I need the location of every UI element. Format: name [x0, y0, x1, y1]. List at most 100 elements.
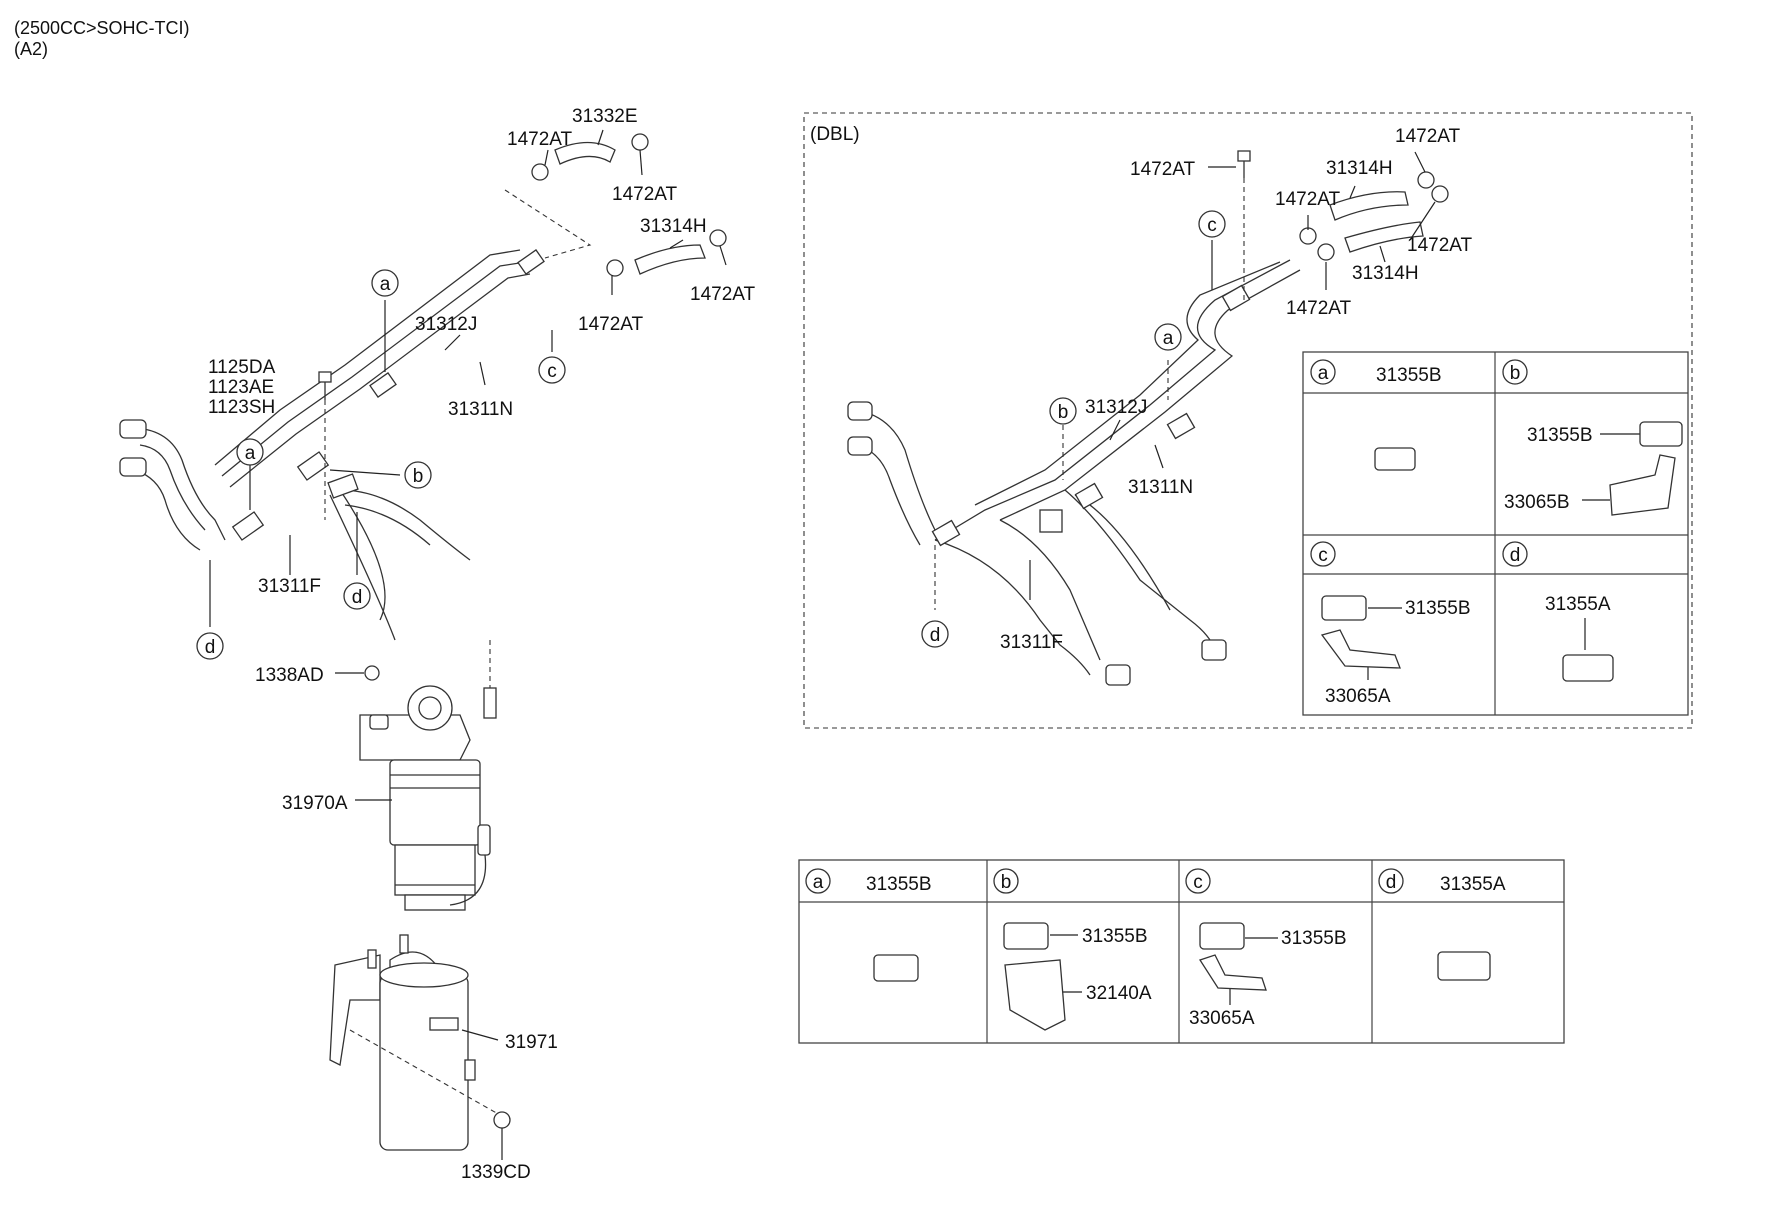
- hose-end-fitting: [1201, 639, 1227, 661]
- label-31312j: 31312J: [415, 314, 477, 335]
- label-1472at: 1472AT: [1286, 298, 1352, 319]
- hose-end-fitting: [847, 436, 873, 456]
- dbl-legend-table: a 31355B b 31355B 33065B c 31355B 33065A: [1302, 351, 1689, 716]
- pipe-clamp: [296, 451, 330, 481]
- bolt-icon: [1237, 150, 1251, 162]
- label-1125da: 1125DA: [208, 357, 276, 378]
- callout-d-mid: d: [343, 582, 371, 610]
- label-1338ad: 1338AD: [255, 665, 324, 686]
- pipe-clamp: [1221, 284, 1251, 312]
- dbl-callout-d: d: [921, 620, 949, 648]
- hose-clamp-icon: [1317, 243, 1335, 261]
- hose-31332e: [554, 141, 616, 165]
- legend-key-c: c: [1193, 872, 1203, 893]
- dbl-legend-key-c: c: [1318, 545, 1328, 566]
- label-1472at: 1472AT: [1275, 189, 1341, 210]
- dbl-title: (DBL): [810, 124, 860, 145]
- legend-key-a: a: [813, 872, 824, 893]
- callout-b: b: [404, 461, 432, 489]
- hose-end-fitting: [119, 419, 147, 439]
- label-31314h: 31314H: [1352, 263, 1419, 284]
- pipe-clamp: [517, 249, 545, 275]
- dbl-legend-key-a: a: [1318, 363, 1329, 384]
- clip-31355b-icon: [1639, 421, 1683, 447]
- pipe-clamp: [1074, 482, 1104, 510]
- dbl-callout-b: b: [1049, 397, 1077, 425]
- fuel-filter-31970a: [359, 685, 491, 911]
- label-1472at: 1472AT: [1407, 235, 1473, 256]
- label-1123ae: 1123AE: [208, 377, 274, 398]
- nut-1338ad-icon: [364, 665, 380, 681]
- dbl-legend-b-part2: 33065B: [1504, 492, 1570, 513]
- pipe-clamp: [1166, 412, 1196, 440]
- label-31314h: 31314H: [640, 216, 707, 237]
- dbl-legend-key-b: b: [1510, 363, 1521, 384]
- hose-31314h: [1344, 221, 1424, 253]
- svg-text:b: b: [1058, 402, 1069, 423]
- fuel-filter-bracket-31971: [329, 934, 476, 1151]
- hose-end-fitting: [847, 401, 873, 421]
- label-1472at: 1472AT: [578, 314, 644, 335]
- main-fuel-line-assembly: a a b c d d 31332E: [119, 106, 756, 1183]
- legend-key-d: d: [1386, 872, 1397, 893]
- clip-31355a-icon: [1562, 654, 1614, 682]
- hose-clamp-icon: [1431, 185, 1449, 203]
- dbl-legend-c-part2: 33065A: [1325, 686, 1391, 707]
- clip-31355b-icon: [1374, 447, 1416, 471]
- label-1472at: 1472AT: [690, 284, 756, 305]
- bracket-33065a-icon: [1320, 629, 1401, 669]
- bracket-icon: [1039, 509, 1063, 533]
- legend-c-part1: 31355B: [1281, 928, 1347, 949]
- hose-31314h: [1329, 191, 1409, 221]
- hose-clamp-icon: [531, 163, 549, 181]
- clip-31355b-icon: [1003, 922, 1049, 950]
- dbl-legend-b-part1: 31355B: [1527, 425, 1593, 446]
- dbl-callout-c: c: [1198, 210, 1226, 238]
- label-31311f: 31311F: [1000, 632, 1063, 653]
- label-1339cd: 1339CD: [461, 1162, 531, 1183]
- hose-clamp-icon: [1417, 171, 1435, 189]
- callout-a-upper: a: [371, 269, 399, 297]
- hose-clamp-icon: [1299, 227, 1317, 245]
- callout-c: c: [538, 356, 566, 384]
- label-1472at: 1472AT: [507, 129, 573, 150]
- svg-text:d: d: [205, 637, 216, 658]
- label-1123sh: 1123SH: [208, 397, 275, 418]
- label-1472at: 1472AT: [1395, 126, 1461, 147]
- variant-label: (A2): [14, 39, 49, 59]
- label-31311f: 31311F: [258, 576, 321, 597]
- dbl-legend-a-part: 31355B: [1376, 365, 1442, 386]
- label-1472at: 1472AT: [612, 184, 678, 205]
- pipe-clamp: [231, 511, 265, 541]
- label-31971: 31971: [505, 1032, 558, 1053]
- dbl-legend-c-part1: 31355B: [1405, 598, 1471, 619]
- dbl-callout-a: a: [1154, 323, 1182, 351]
- dbl-inset: (DBL): [803, 112, 1693, 729]
- svg-text:b: b: [413, 466, 424, 487]
- legend-b-part1: 31355B: [1082, 926, 1148, 947]
- legend-key-b: b: [1001, 872, 1012, 893]
- label-31312j: 31312J: [1085, 397, 1147, 418]
- callout-d-left: d: [196, 632, 224, 660]
- dbl-legend-d-part: 31355A: [1545, 594, 1611, 615]
- clip-31355a-icon: [1437, 951, 1491, 981]
- bracket-32140a-icon: [1004, 959, 1066, 1031]
- label-31311n: 31311N: [448, 399, 513, 420]
- svg-text:a: a: [245, 443, 256, 464]
- svg-text:c: c: [547, 361, 557, 382]
- svg-text:d: d: [930, 625, 941, 646]
- svg-text:c: c: [1207, 215, 1217, 236]
- label-31314h: 31314H: [1326, 158, 1393, 179]
- hose-clamp-icon: [606, 259, 624, 277]
- nut-1339cd-icon: [493, 1111, 511, 1129]
- hose-clamp-icon: [631, 133, 649, 151]
- label-31332e: 31332E: [572, 106, 638, 127]
- callout-a-lower: a: [236, 438, 264, 466]
- label-1472at: 1472AT: [1130, 159, 1196, 180]
- clip-31355b-icon: [873, 954, 919, 982]
- legend-b-part2: 32140A: [1086, 983, 1152, 1004]
- legend-c-part2: 33065A: [1189, 1008, 1255, 1029]
- pipe-clamp: [369, 372, 397, 398]
- dbl-legend-key-d: d: [1510, 545, 1521, 566]
